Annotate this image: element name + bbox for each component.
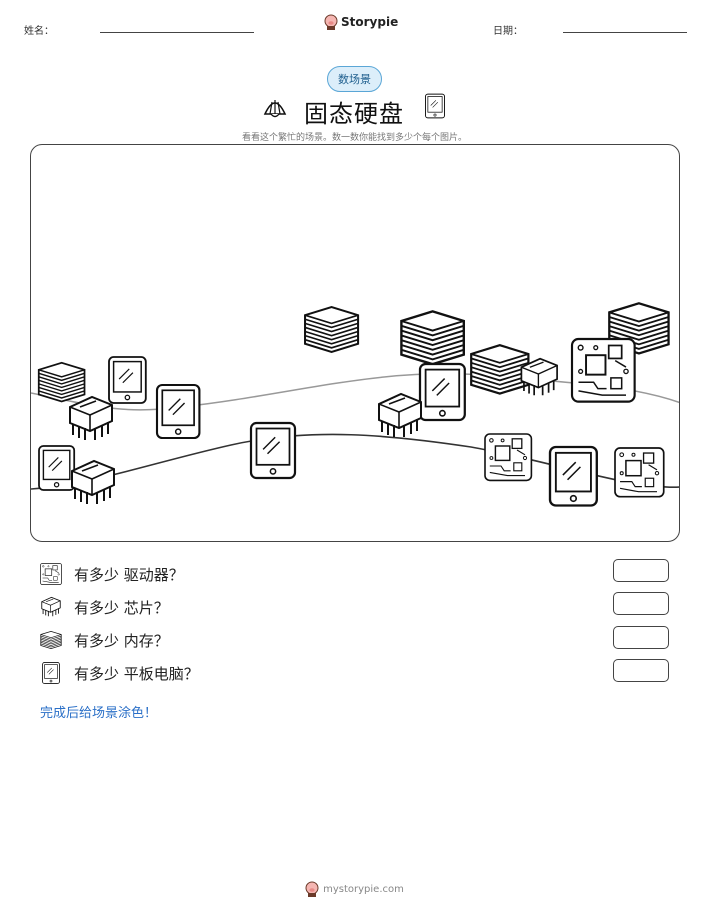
- question-memory: 有多少 内存？: [40, 627, 169, 653]
- chip-item: [520, 357, 558, 397]
- footer: mystorypie.com: [0, 881, 709, 897]
- pig-mascot-icon: [305, 881, 319, 897]
- tablet-item: [418, 362, 466, 422]
- pig-mascot-icon: [324, 14, 338, 30]
- date-label: 日期：: [493, 26, 523, 37]
- memory-icon: [40, 630, 62, 650]
- category-badge: 数场景: [327, 66, 382, 92]
- tablet-icon: [425, 93, 445, 119]
- tablet-item: [38, 445, 76, 491]
- memory-item: [304, 306, 360, 353]
- drive-item: [570, 337, 636, 403]
- drive-item: [484, 433, 533, 482]
- answer-box-chips[interactable]: [613, 592, 669, 615]
- tablet-item: [548, 445, 598, 507]
- scene-illustration: [31, 302, 679, 507]
- name-field[interactable]: [100, 32, 254, 33]
- date-field[interactable]: [563, 32, 687, 33]
- tablet-item: [108, 356, 147, 404]
- question-tablets: 有多少 平板电脑？: [40, 660, 199, 686]
- name-label: 姓名：: [24, 26, 54, 37]
- tablet-icon: [42, 662, 60, 684]
- chip-item: [71, 460, 115, 505]
- brand-logo: Storypie: [324, 14, 398, 30]
- drive-icon: [40, 563, 62, 585]
- memory-item: [470, 344, 530, 395]
- answer-box-drives[interactable]: [613, 559, 669, 582]
- answer-box-memory[interactable]: [613, 626, 669, 649]
- tablet-item: [155, 383, 201, 440]
- drive-item: [614, 447, 665, 498]
- shell-icon: [263, 100, 287, 118]
- page-title: 固态硬盘: [304, 100, 404, 128]
- question-text: 有多少 驱动器？: [74, 565, 184, 584]
- question-chips: 有多少 芯片？: [40, 594, 169, 620]
- answer-box-tablets[interactable]: [613, 659, 669, 682]
- chip-item: [378, 393, 422, 438]
- chip-item: [69, 396, 113, 441]
- brand-name: Storypie: [341, 15, 399, 29]
- tablet-item: [249, 421, 297, 480]
- memory-item: [37, 361, 86, 403]
- memory-item: [400, 310, 465, 366]
- coloring-instruction: 完成后给场景涂色！: [40, 706, 158, 721]
- question-text: 有多少 芯片？: [74, 598, 169, 617]
- page-subtitle: 看看这个繁忙的场景。数一数你能找到多少个每个图片。: [241, 133, 467, 143]
- footer-url[interactable]: mystorypie.com: [323, 883, 404, 895]
- question-text: 有多少 内存？: [74, 631, 169, 650]
- question-drives: 有多少 驱动器？: [40, 561, 184, 587]
- scene-panel: [30, 144, 680, 542]
- question-text: 有多少 平板电脑？: [74, 664, 199, 683]
- chip-icon: [41, 596, 61, 617]
